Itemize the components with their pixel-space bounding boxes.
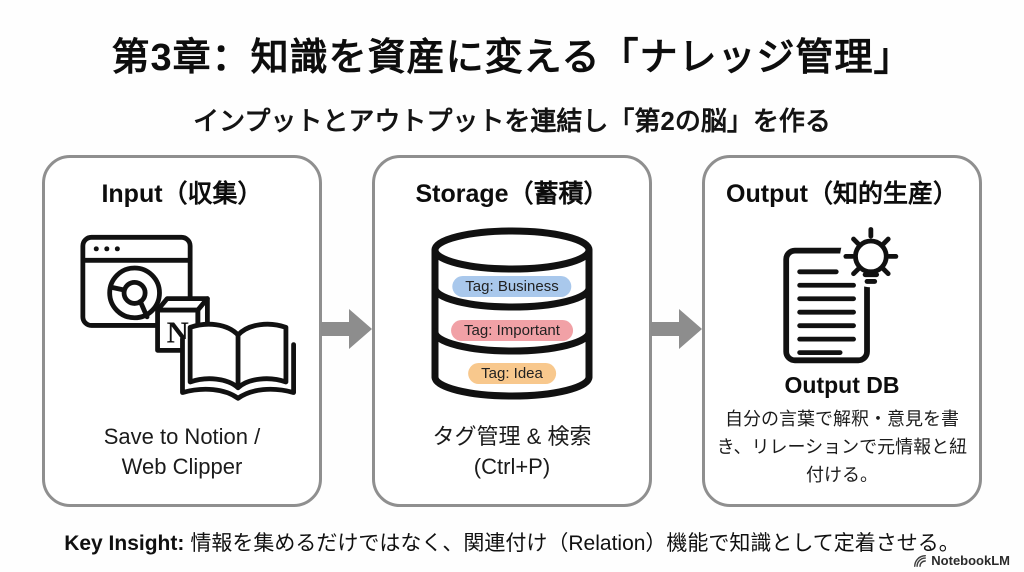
card-input-title: Input（収集） [101, 180, 263, 208]
card-output: Output（知的生産） [702, 155, 982, 507]
notebooklm-label: NotebookLM [931, 553, 1010, 568]
tag-pill-important: Tag: Important [451, 320, 573, 341]
key-insight: Key Insight:情報を集めるだけではなく、関連付け（Relation）機… [0, 527, 1024, 557]
key-insight-text: 情報を集めるだけではなく、関連付け（Relation）機能で知識として定着させる… [190, 532, 960, 555]
card-storage-caption: タグ管理 & 検索 (Ctrl+P) [433, 422, 592, 482]
card-storage: Storage（蓄積） Tag: Business Tag: Important… [372, 155, 652, 507]
caption-line: Web Clipper [121, 453, 243, 479]
page-subtitle: インプットとアウトプットを連結し「第2の脳」を作る [193, 106, 831, 136]
document-idea-icon [774, 216, 910, 368]
tag-pill-idea: Tag: Idea [468, 363, 556, 384]
card-output-title: Output（知的生産） [726, 180, 958, 208]
key-insight-label: Key Insight: [64, 532, 185, 555]
card-storage-title: Storage（蓄積） [415, 180, 609, 208]
card-output-description: 自分の言葉で解釈・意見を書き、リレーションで元情報と紐付ける。 [716, 409, 968, 485]
page-title: 第3章：知識を資産に変える「ナレッジ管理」 [111, 37, 913, 79]
notebooklm-icon [913, 554, 927, 568]
card-input-caption: Save to Notion / Web Clipper [104, 422, 261, 482]
caption-line: (Ctrl+P) [473, 453, 551, 479]
arrow-right-icon [321, 308, 373, 350]
database-icon: Tag: Business Tag: Important Tag: Idea [422, 224, 602, 404]
card-input: Input（収集） N [42, 155, 322, 507]
notebooklm-brand: NotebookLM [913, 553, 1010, 568]
browser-notion-book-icon: N [68, 222, 296, 404]
tag-pill-business: Tag: Business [452, 276, 572, 297]
caption-line: Save to Notion / [103, 424, 261, 449]
output-db-label: Output DB [784, 372, 900, 398]
arrow-right-icon [651, 308, 703, 350]
caption-line: タグ管理 & 検索 [432, 424, 592, 449]
